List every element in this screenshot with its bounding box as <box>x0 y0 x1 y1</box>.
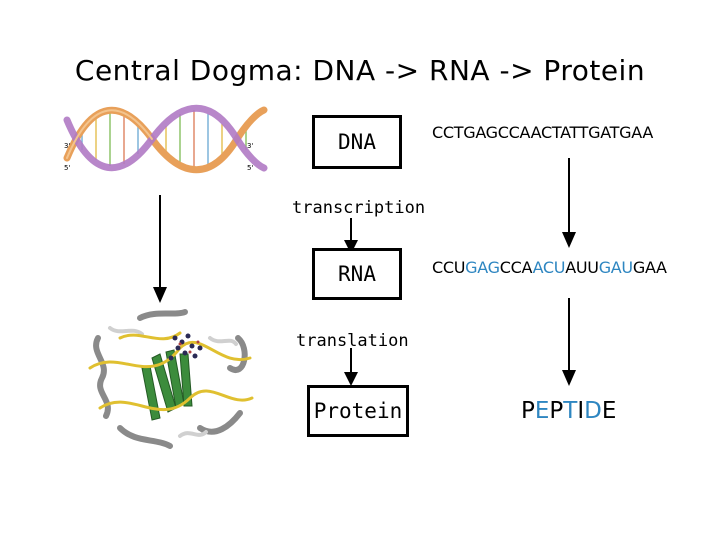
svg-text:3': 3' <box>64 142 70 150</box>
svg-text:5': 5' <box>247 164 253 172</box>
rna-codon: ACU <box>532 258 566 277</box>
dna-box: DNA <box>312 115 402 169</box>
rna-codon: GAU <box>598 258 633 277</box>
rna-segment: GAA <box>632 258 667 277</box>
transcription-label: transcription <box>292 198 426 218</box>
peptide-residue: P <box>521 398 535 424</box>
dna-double-helix-image: 3' 5' 3' 5' <box>63 104 268 174</box>
rna-sequence: CCUGAGCCAACUAUUGAUGAA <box>432 258 667 277</box>
page-title: Central Dogma: DNA -> RNA -> Protein <box>74 54 646 87</box>
rna-codon: GAG <box>465 258 500 277</box>
rna-segment: CCU <box>432 258 466 277</box>
dna-sequence: CCTGAGCCAACTATTGATGAA <box>432 123 653 142</box>
rna-segment: CCA <box>499 258 533 277</box>
right-arrow-2 <box>562 298 576 386</box>
protein-label: Protein <box>313 399 403 423</box>
right-arrow-1 <box>562 158 576 248</box>
dna-label: DNA <box>338 130 376 154</box>
rna-box: RNA <box>312 248 402 300</box>
peptide-sequence: PEPTIDE <box>521 398 616 424</box>
protein-box: Protein <box>307 385 409 437</box>
peptide-residue: E <box>601 398 617 424</box>
protein-structure-image <box>88 309 254 449</box>
peptide-residue: D <box>584 398 602 424</box>
peptide-residue: I <box>577 398 585 424</box>
rna-label: RNA <box>338 262 376 286</box>
translation-arrow <box>344 348 358 386</box>
rna-segment: AUU <box>565 258 599 277</box>
peptide-residue: T <box>563 398 578 424</box>
left-long-arrow <box>153 195 167 303</box>
peptide-residue: E <box>534 398 550 424</box>
peptide-residue: P <box>549 398 564 424</box>
transcription-arrow <box>344 218 358 254</box>
translation-label: translation <box>296 331 409 351</box>
svg-text:3': 3' <box>247 142 253 150</box>
svg-text:5': 5' <box>64 164 70 172</box>
